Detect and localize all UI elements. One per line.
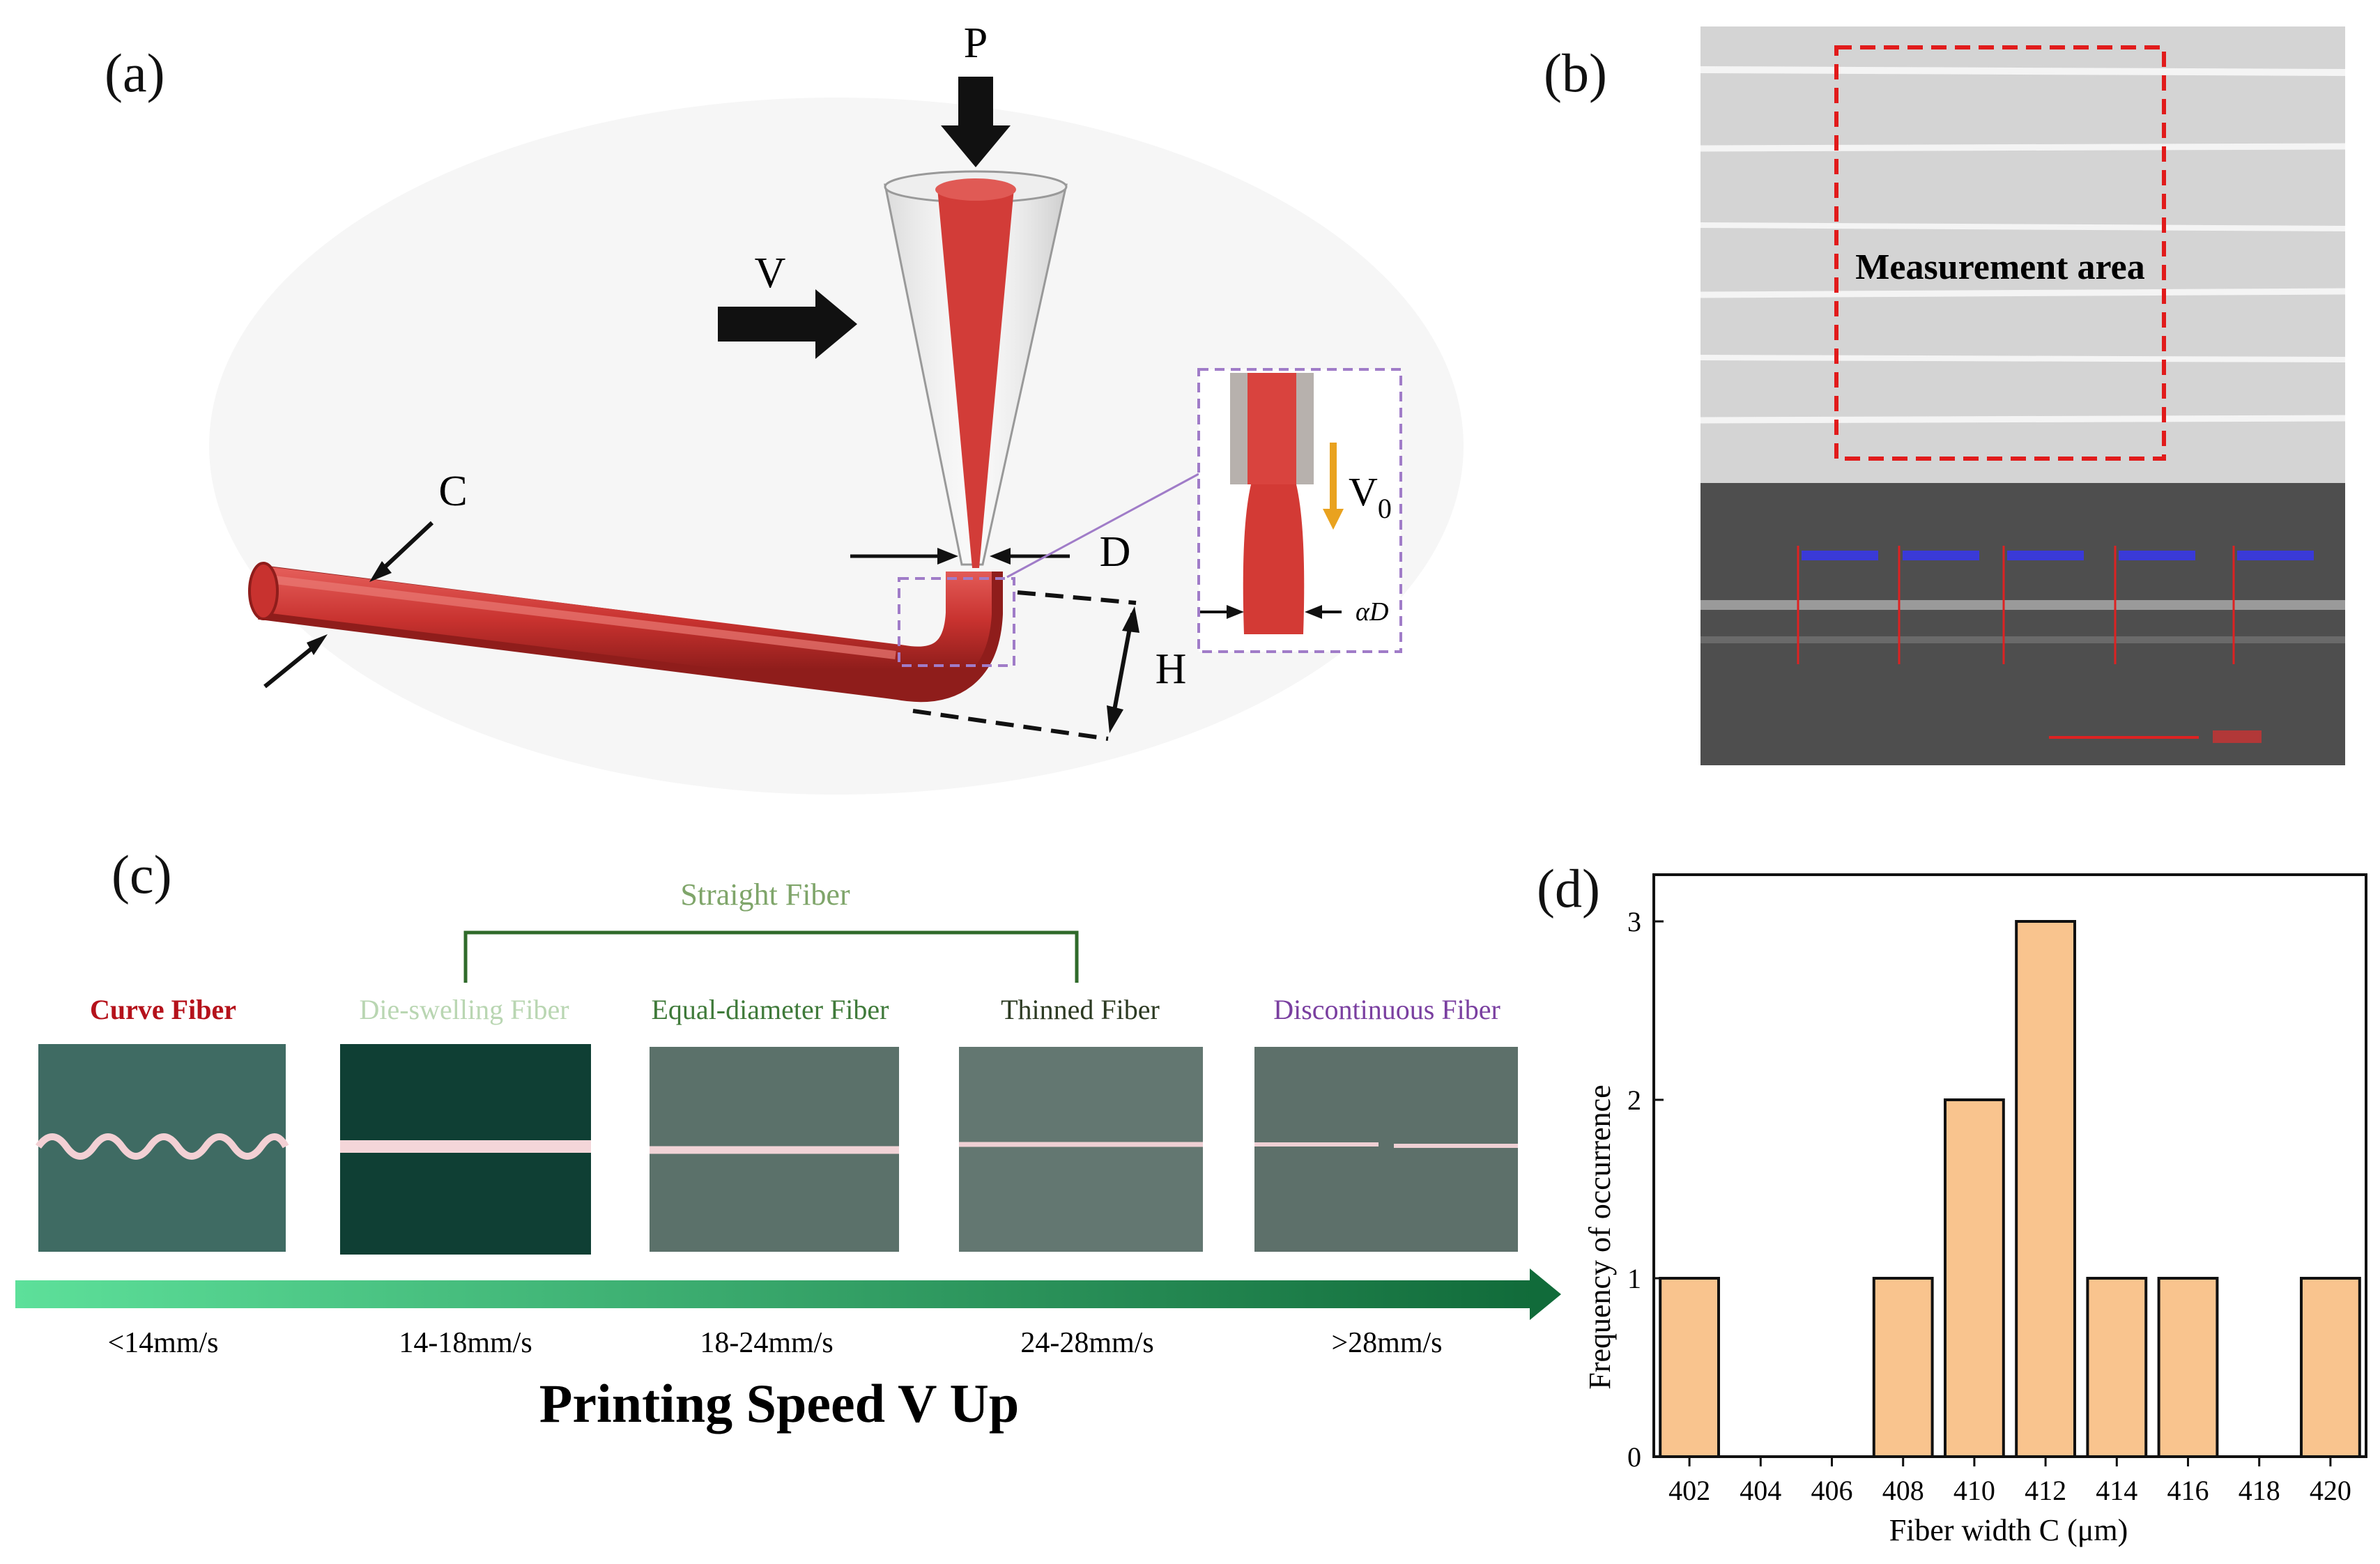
bar-420 xyxy=(2299,1277,2361,1458)
x-tick-label-414: 414 xyxy=(2096,1475,2137,1506)
x-tick-label-402: 402 xyxy=(1668,1475,1710,1506)
panel-b-micrograph: Measurement area xyxy=(1700,26,2346,765)
fiber-photo-thinned xyxy=(959,1047,1203,1252)
measurement-area-box xyxy=(1834,45,2166,461)
x-axis-label: Fiber width C (μm) xyxy=(1889,1513,2128,1547)
fiber-type-thinned: Thinned Fiber xyxy=(1001,994,1160,1025)
y-axis-label: Frequency of occurrence xyxy=(1583,1084,1617,1389)
label-alpha-D: αD xyxy=(1356,597,1388,627)
zoom-region-box xyxy=(898,577,1015,667)
y-tick-label-3: 3 xyxy=(1627,906,1641,937)
panel-c-figure: Straight Fiber Curve Fiber Die-swelling … xyxy=(15,877,1561,1434)
bar-410 xyxy=(1943,1098,2005,1458)
panel-a-label: (a) xyxy=(105,43,165,103)
label-C: C xyxy=(438,468,467,515)
straight-fiber-label: Straight Fiber xyxy=(680,877,850,912)
straight-fiber-bracket xyxy=(463,930,1079,983)
speed-curve: <14mm/s xyxy=(107,1327,218,1359)
printing-speed-title: Printing Speed V Up xyxy=(539,1373,1019,1434)
panel-c-label: (c) xyxy=(112,844,172,905)
label-H: H xyxy=(1156,645,1187,693)
fiber-photo-equal-diameter xyxy=(650,1047,899,1252)
micrograph-bottom xyxy=(1700,483,2345,765)
bar-416 xyxy=(2157,1277,2219,1458)
bar-414 xyxy=(2086,1277,2148,1458)
fiber-lines-top xyxy=(1700,66,2346,424)
x-tick-label-416: 416 xyxy=(2167,1475,2209,1506)
label-P: P xyxy=(964,20,988,67)
bar-412 xyxy=(2015,920,2077,1458)
x-tick-label-404: 404 xyxy=(1740,1475,1781,1506)
speed-equal-diameter: 18-24mm/s xyxy=(700,1327,833,1359)
y-tick-label-1: 1 xyxy=(1627,1263,1641,1294)
speed-die-swelling: 14-18mm/s xyxy=(399,1327,532,1359)
zoom-inset xyxy=(1197,368,1402,653)
printing-speed-arrow xyxy=(15,1268,1561,1320)
fiber-width-arrows xyxy=(263,521,434,689)
nozzle-cone xyxy=(884,170,1068,568)
scale-bar-text xyxy=(2213,730,2262,743)
x-tick-label-410: 410 xyxy=(1953,1475,1995,1506)
fiber-photo-curve xyxy=(35,1044,289,1252)
x-tick-label-408: 408 xyxy=(1882,1475,1924,1506)
nozzle-diameter-arrows xyxy=(850,548,1070,565)
x-tick-label-420: 420 xyxy=(2310,1475,2351,1506)
x-tick-label-418: 418 xyxy=(2239,1475,2280,1506)
zoom-link-line xyxy=(1006,473,1199,578)
measurement-markers xyxy=(1797,546,2235,664)
panel-b-label: (b) xyxy=(1544,43,1607,103)
label-D: D xyxy=(1100,528,1131,576)
fiber-type-die-swelling: Die-swelling Fiber xyxy=(359,994,569,1025)
bar-408 xyxy=(1872,1277,1934,1458)
speed-thinned: 24-28mm/s xyxy=(1020,1327,1153,1359)
velocity-arrow xyxy=(718,289,857,359)
fiber-photo-die-swelling xyxy=(340,1044,591,1255)
measurement-area-label: Measurement area xyxy=(1855,247,2144,287)
x-tick-label-412: 412 xyxy=(2025,1475,2066,1506)
plot-frame xyxy=(1652,873,2367,1458)
panel-d-label: (d) xyxy=(1537,858,1600,919)
bar-402 xyxy=(1659,1277,1721,1458)
micrograph-top xyxy=(1700,26,2345,483)
fiber-type-equal-diameter: Equal-diameter Fiber xyxy=(652,994,889,1025)
fiber-type-curve: Curve Fiber xyxy=(90,994,236,1025)
measurement-readouts xyxy=(1802,551,2314,560)
pressure-arrow xyxy=(941,77,1011,167)
label-V0: V0 xyxy=(1349,469,1392,524)
x-tick-label-406: 406 xyxy=(1811,1475,1853,1506)
fiber-photo-discontinuous xyxy=(1254,1047,1518,1252)
height-indicator xyxy=(912,590,1139,741)
label-V: V xyxy=(755,250,786,297)
speed-discontinuous: >28mm/s xyxy=(1331,1327,1442,1359)
y-tick-label-0: 0 xyxy=(1627,1441,1641,1473)
y-tick-label-2: 2 xyxy=(1627,1084,1641,1116)
fiber-type-discontinuous: Discontinuous Fiber xyxy=(1273,994,1500,1025)
